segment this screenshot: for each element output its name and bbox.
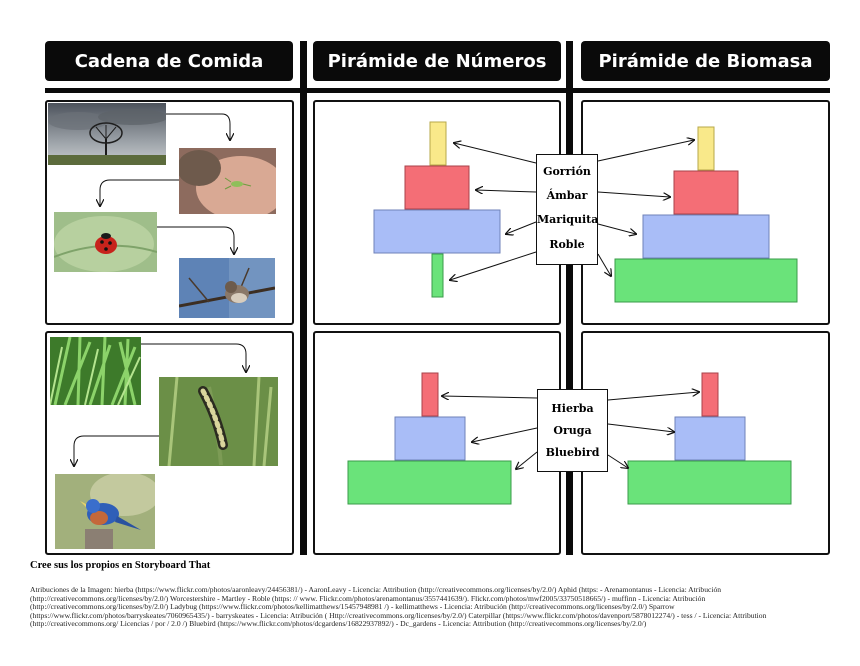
label-box-top: Gorrión Ámbar Mariquita Roble [536, 154, 598, 265]
header-biomass-pyramid: Pirámide de Biomasa [581, 41, 830, 81]
arrow-mariquita-left [506, 221, 537, 234]
arrow-tree-to-aphid [166, 113, 230, 140]
arrow-roble-left [450, 251, 537, 280]
header-biomass-pyramid-text: Pirámide de Biomasa [598, 50, 813, 72]
biomass-bar-ladybug [642, 214, 770, 259]
label-hierba: Hierba [551, 402, 594, 415]
label-oruga: Oruga [553, 424, 592, 437]
biomass-bar-oak [614, 258, 798, 303]
label-roble: Roble [549, 238, 585, 251]
arrow-aphid-to-ladybug [100, 179, 179, 206]
numbers-bar-oak [431, 253, 444, 298]
column-divider-left [300, 41, 307, 555]
label-ambar: Ámbar [546, 189, 588, 202]
label-bluebird: Bluebird [545, 446, 600, 459]
clouds-tree-photo [48, 103, 166, 165]
numbers-bar-aphid [404, 165, 470, 210]
numbers-bar-sparrow [429, 121, 447, 166]
arrow-gorrion-right [597, 140, 694, 162]
aphid-photo [179, 148, 276, 214]
bluebird-photo [55, 474, 155, 549]
arrow-oruga-right [607, 423, 674, 432]
arrow-gorrion-left [454, 143, 537, 164]
arrow-mariquita-right [597, 223, 636, 234]
header-numbers-pyramid: Pirámide de Números [313, 41, 561, 81]
numbers-bar-ladybug [373, 209, 501, 254]
arrow-ambar-left [476, 190, 537, 192]
arrow-oruga-left [472, 427, 538, 442]
arrow-ladybug-to-sparrow [157, 226, 234, 254]
numbers-bar-caterpillar [394, 416, 466, 461]
image-attributions: Atribuciones de la Imagen: hierba (https… [30, 585, 767, 629]
arrow-hierba-left [442, 396, 538, 398]
arrow-bluebird-left [516, 451, 538, 469]
header-food-chain: Cadena de Comida [45, 41, 293, 81]
arrow-roble-right [597, 253, 611, 276]
header-food-chain-text: Cadena de Comida [74, 50, 264, 72]
label-mariquita: Mariquita [537, 213, 599, 226]
biomass-bar-aphid [673, 170, 739, 215]
arrow-hierba-right [607, 392, 699, 401]
storyboard-that-credit[interactable]: Cree sus los propios en Storyboard That [30, 560, 211, 571]
numbers-bar-bluebird [421, 372, 439, 417]
biomass-bar-bluebird [701, 372, 719, 417]
grass-photo [50, 337, 141, 405]
arrow-ambar-right [597, 191, 670, 197]
arrow-caterpillar-to-bluebird [74, 435, 159, 466]
arrow-grass-to-caterpillar [141, 343, 246, 372]
label-box-bottom: Hierba Oruga Bluebird [537, 389, 608, 472]
arrow-bluebird-right [607, 454, 628, 468]
numbers-bar-grass [347, 460, 512, 505]
column-divider-right [566, 41, 573, 555]
biomass-bar-caterpillar [674, 416, 746, 461]
label-gorrion: Gorrión [543, 165, 591, 178]
header-numbers-pyramid-text: Pirámide de Números [327, 50, 547, 72]
ladybug-photo [54, 212, 157, 272]
biomass-bar-sparrow [697, 126, 715, 171]
top-divider-bar [45, 88, 830, 93]
sparrow-photo [179, 258, 275, 318]
biomass-bar-grass [627, 460, 792, 505]
caterpillar-photo [159, 377, 278, 466]
